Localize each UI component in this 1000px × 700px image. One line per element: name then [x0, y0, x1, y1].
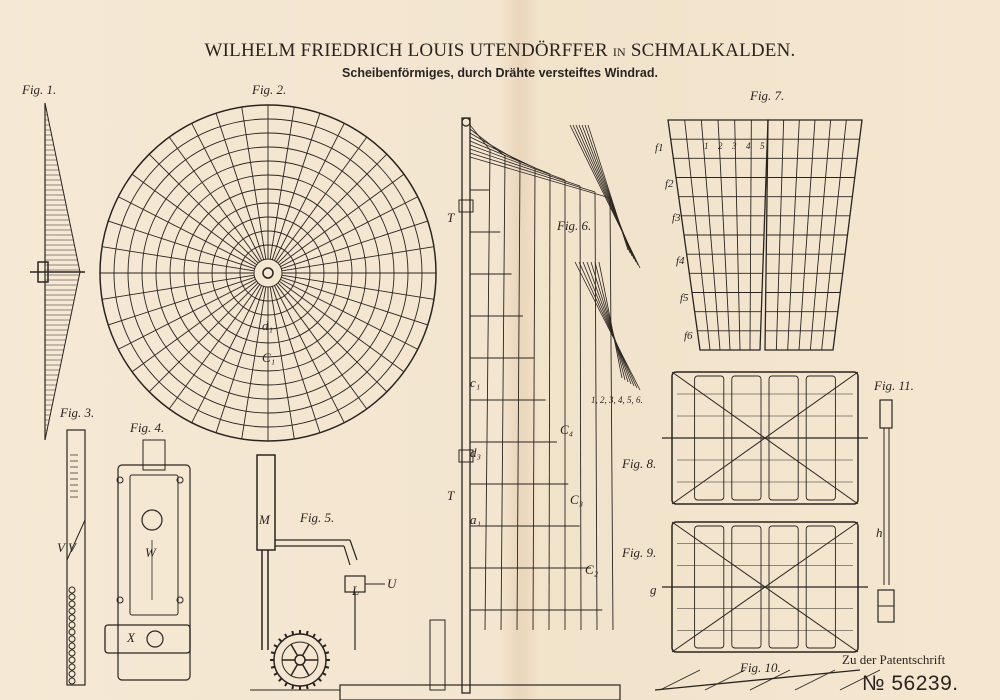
patent-reference-note: Zu der Patentschrift: [842, 652, 946, 667]
inventor-name: WILHELM FRIEDRICH LOUIS UTENDÖRFFER: [204, 40, 608, 61]
fig-7-label: Fig. 7.: [750, 88, 785, 103]
fig-7-f1: f1: [655, 142, 664, 154]
patent-subtitle: Scheibenförmiges, durch Drähte versteift…: [342, 66, 658, 80]
letter-d1: d₁: [262, 318, 274, 333]
fig-10-label: Fig. 10.: [740, 660, 781, 675]
fig-11-rod: [877, 399, 895, 623]
fig-3-label: Fig. 3.: [60, 405, 95, 420]
fig-4-slide-block: [104, 439, 191, 681]
letter-L: L: [352, 583, 360, 598]
letter-g: g: [650, 582, 657, 597]
fig-7-f3: f3: [672, 212, 681, 224]
fig-7-f5: f5: [680, 292, 689, 304]
fig-10-grid: [654, 669, 881, 691]
fig-8-frame: [662, 371, 868, 505]
letter-X: X: [127, 630, 135, 645]
letter-C4: C₄: [560, 422, 574, 437]
fig-9-label: Fig. 9.: [622, 545, 657, 560]
letter-c1: c₁: [470, 375, 481, 390]
fig-5-mechanism: [250, 454, 621, 700]
fig-7-blade-grids: [667, 119, 863, 351]
fig-8-label: Fig. 8.: [622, 456, 657, 471]
letter-C3: C₃: [570, 492, 584, 507]
fig-7-f6: f6: [684, 330, 693, 342]
fig-9-frame: [662, 521, 868, 653]
letter-VV: V V: [57, 540, 76, 555]
fig-6-numbers: 1, 2, 3, 4, 5, 6.: [591, 395, 643, 405]
letter-M: M: [259, 512, 270, 527]
fig-3-rack-bar: [66, 429, 86, 686]
fig-6-wire-bundles: [569, 124, 641, 391]
inventor-line: WILHELM FRIEDRICH LOUIS UTENDÖRFFER IN S…: [0, 40, 1000, 62]
fig-1-side-view: [30, 102, 85, 441]
fig-7-n5: 5: [760, 141, 765, 151]
fig-7-n4: 4: [746, 141, 751, 151]
letter-U: U: [387, 576, 397, 591]
wind-rotor-mast: [429, 117, 614, 694]
patent-number: № 56239.: [862, 672, 959, 695]
fig-1-label: Fig. 1.: [22, 82, 57, 97]
connector-word: IN: [612, 45, 626, 59]
letter-C1: C₁: [262, 350, 276, 365]
letter-h: h: [876, 525, 883, 540]
fig-4-label: Fig. 4.: [130, 420, 165, 435]
fig-7-f4: f4: [676, 255, 685, 267]
letter-T-top: T: [447, 210, 455, 225]
letter-C2: C₂: [585, 562, 599, 577]
fig-7-n3: 3: [732, 141, 737, 151]
fig-7-f2: f2: [665, 178, 674, 190]
fig-2-label: Fig. 2.: [252, 82, 287, 97]
fig-6-label: Fig. 6.: [557, 218, 592, 233]
fig-5-label: Fig. 5.: [300, 510, 335, 525]
letter-d3: d₃: [470, 445, 482, 460]
fig-7-n1: 1: [704, 141, 709, 151]
fig-7-n2: 2: [718, 141, 723, 151]
letter-W: W: [145, 545, 156, 560]
fig-11-label: Fig. 11.: [874, 378, 914, 393]
letter-T-bottom: T: [447, 488, 455, 503]
fig-2-disc-wheel: [99, 104, 437, 442]
place-name: SCHMALKALDEN.: [630, 40, 796, 61]
letter-a1: a₁: [470, 512, 482, 527]
